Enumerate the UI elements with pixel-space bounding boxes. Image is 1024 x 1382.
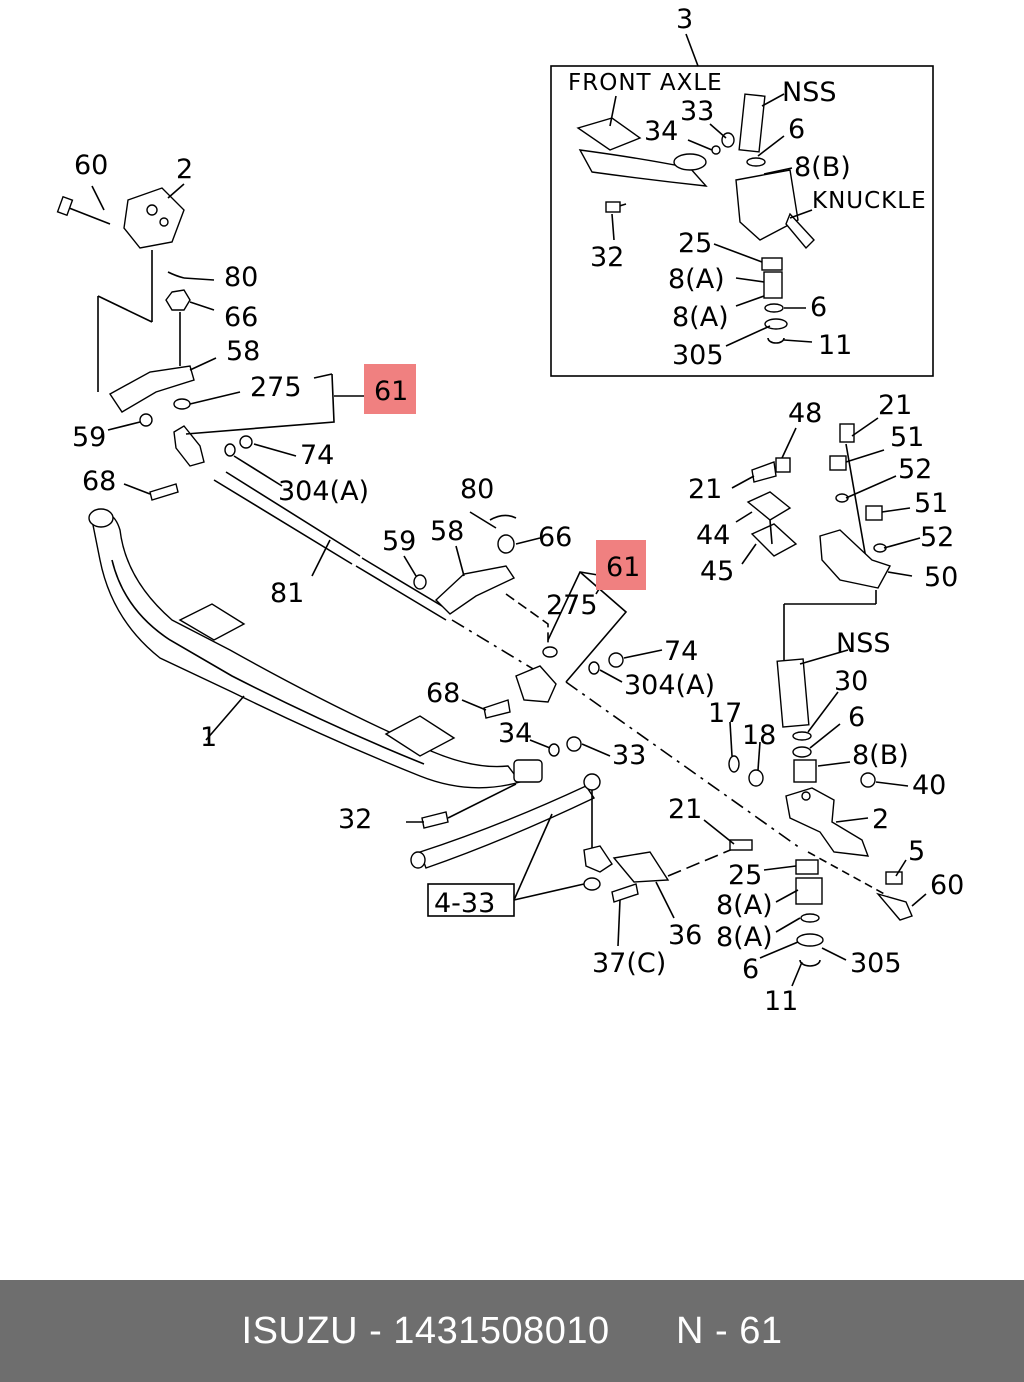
- front-axle-beam: [88, 508, 543, 829]
- middle-linkage: [311, 511, 801, 849]
- label-2-main: 2: [872, 804, 889, 835]
- parts-diagram: 3 FRONT AXLE NSS 33 34 6 8(B) KNUCKLE 25…: [56, 4, 964, 1017]
- label-18: 18: [742, 720, 776, 751]
- label-5: 5: [908, 836, 925, 867]
- label-21-r1: 21: [878, 390, 912, 421]
- label-58-mid: 58: [430, 516, 464, 547]
- label-37c: 37(C): [592, 948, 666, 979]
- label-44: 44: [696, 520, 730, 551]
- label-8a-inset-2: 8(A): [672, 302, 729, 333]
- label-nss-inset: NSS: [782, 77, 836, 108]
- highlight-61-mid: [596, 540, 646, 590]
- label-58-top: 58: [226, 336, 260, 367]
- footer-gap: [610, 1310, 676, 1353]
- label-52-1: 52: [898, 454, 932, 485]
- right-knuckle-assembly: [703, 417, 927, 987]
- label-305-inset: 305: [672, 340, 724, 371]
- label-60-top: 60: [74, 150, 108, 181]
- label-80-top: 80: [224, 262, 258, 293]
- inset-front-axle-knuckle: [550, 33, 934, 377]
- footer-brand: ISUZU: [241, 1309, 359, 1352]
- label-2-top: 2: [176, 154, 193, 185]
- label-11-inset: 11: [818, 330, 852, 361]
- label-59-top: 59: [72, 422, 106, 453]
- footer-page-ref: N - 61: [676, 1309, 783, 1352]
- label-304a-top: 304(A): [278, 476, 369, 507]
- label-4-33: 4-33: [434, 888, 495, 919]
- label-6-low: 6: [742, 954, 759, 985]
- label-60-main: 60: [930, 870, 964, 901]
- label-74-top: 74: [300, 440, 334, 471]
- callout-labels: 3 FRONT AXLE NSS 33 34 6 8(B) KNUCKLE 25…: [72, 4, 964, 1017]
- label-81: 81: [270, 578, 304, 609]
- footer-separator: -: [358, 1309, 394, 1352]
- label-6-inset-2: 6: [810, 292, 827, 323]
- label-34-main: 34: [498, 718, 532, 749]
- label-80-mid: 80: [460, 474, 494, 505]
- label-6-inset: 6: [788, 114, 805, 145]
- label-21-r2: 21: [688, 474, 722, 505]
- label-36: 36: [668, 920, 702, 951]
- label-275-top: 275: [250, 372, 302, 403]
- label-6-main: 6: [848, 702, 865, 733]
- label-30: 30: [834, 666, 868, 697]
- label-8b-inset: 8(B): [794, 152, 851, 183]
- label-51-2: 51: [914, 488, 948, 519]
- label-25-inset: 25: [678, 228, 712, 259]
- label-21-main: 21: [668, 794, 702, 825]
- label-61-mid: 61: [606, 552, 640, 583]
- label-51-1: 51: [890, 422, 924, 453]
- label-74-mid: 74: [664, 636, 698, 667]
- label-25-main: 25: [728, 860, 762, 891]
- label-8a-main-1: 8(A): [716, 890, 773, 921]
- label-knuckle: KNUCKLE: [812, 188, 927, 214]
- footer-part-number: 1431508010: [393, 1309, 610, 1352]
- label-61-top: 61: [374, 376, 408, 407]
- label-66-top: 66: [224, 302, 258, 333]
- drag-link: [410, 773, 741, 947]
- label-68-mid: 68: [426, 678, 460, 709]
- label-34-inset: 34: [644, 116, 678, 147]
- label-32-main: 32: [338, 804, 372, 835]
- label-275-mid: 275: [546, 590, 598, 621]
- label-1: 1: [200, 722, 217, 753]
- top-left-linkage: [56, 183, 549, 679]
- label-11-main: 11: [764, 986, 798, 1017]
- label-17: 17: [708, 698, 742, 729]
- label-68-top: 68: [82, 466, 116, 497]
- label-66-mid: 66: [538, 522, 572, 553]
- highlight-61-top: [364, 364, 416, 414]
- label-304a-mid: 304(A): [624, 670, 715, 701]
- label-45: 45: [700, 556, 734, 587]
- label-33-inset: 33: [680, 96, 714, 127]
- label-40: 40: [912, 770, 946, 801]
- label-nss-main: NSS: [836, 628, 890, 659]
- label-50: 50: [924, 562, 958, 593]
- label-33-main: 33: [612, 740, 646, 771]
- label-8b-main: 8(B): [852, 740, 909, 771]
- label-3: 3: [676, 4, 693, 35]
- footer-bar: ISUZU - 1431508010 N - 61: [0, 1280, 1024, 1382]
- label-front-axle: FRONT AXLE: [568, 70, 723, 96]
- label-32-inset: 32: [590, 242, 624, 273]
- label-59-mid: 59: [382, 526, 416, 557]
- label-52-2: 52: [920, 522, 954, 553]
- label-305-main: 305: [850, 948, 902, 979]
- label-8a-main-2: 8(A): [716, 922, 773, 953]
- label-48: 48: [788, 398, 822, 429]
- label-8a-inset-1: 8(A): [668, 264, 725, 295]
